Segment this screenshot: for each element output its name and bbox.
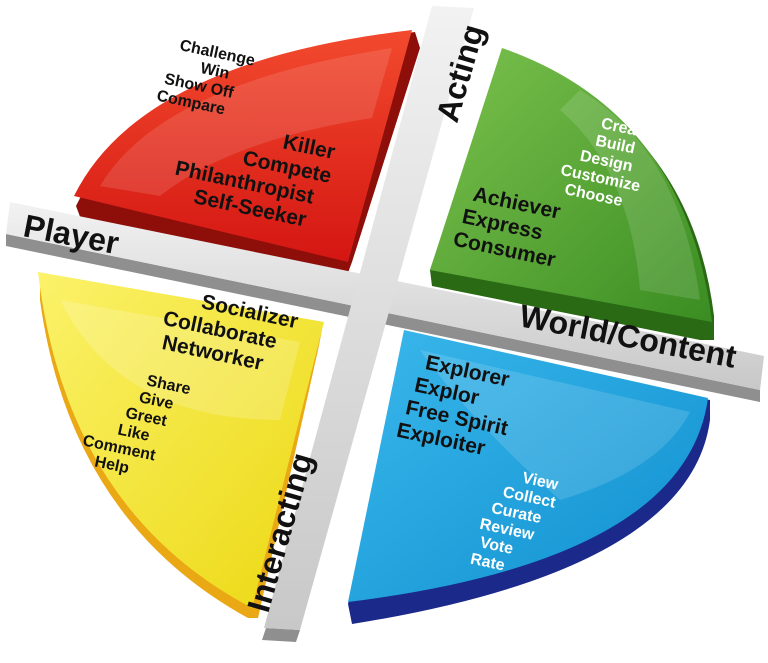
yellow-verb: Give: [137, 389, 175, 413]
yellow-verb: Help: [93, 453, 131, 477]
yellow-verbs: Share Give Greet Like Comment Help: [81, 372, 192, 477]
yellow-quadrant-top: [38, 272, 324, 608]
red-quadrant-top: [74, 30, 412, 262]
red-quadrant: [74, 30, 420, 278]
blue-verbs: View Collect Curate Review Vote Rate: [469, 470, 560, 575]
red-verb: Win: [199, 60, 231, 83]
red-types: Killer Compete Philanthropist Self-Seeke…: [173, 131, 337, 232]
green-quadrant-shine: [560, 90, 700, 300]
vertical-bar-top: [264, 6, 474, 630]
green-quadrant-top: [430, 48, 712, 322]
yellow-quadrant-shine: [60, 300, 300, 420]
blue-quadrant-top: [348, 330, 708, 602]
yellow-quadrant: [38, 272, 324, 618]
green-quadrant: [430, 48, 714, 340]
vertical-bar-side: [262, 628, 300, 642]
blue-quadrant: [348, 330, 710, 624]
yellow-verb: Like: [116, 422, 151, 445]
blue-quadrant-shine: [420, 350, 690, 500]
axis-cross: [6, 6, 764, 642]
blue-verb: Vote: [478, 534, 514, 558]
blue-verb: Rate: [469, 551, 507, 575]
red-quadrant-shine: [100, 48, 392, 196]
